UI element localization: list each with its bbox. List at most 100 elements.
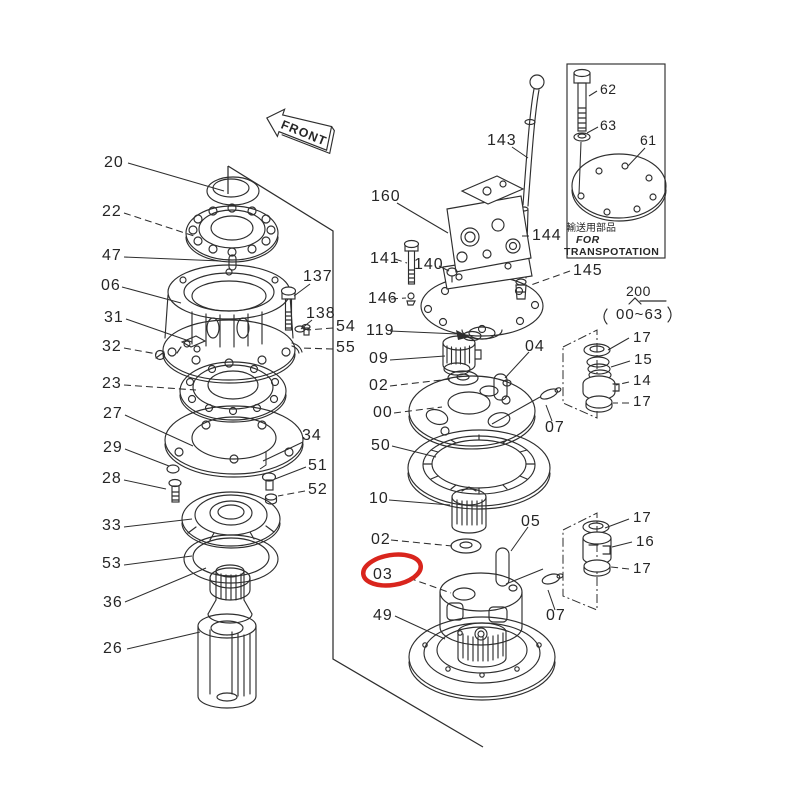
callout-28: 28 — [102, 470, 122, 487]
front-arrow: FRONT — [266, 108, 335, 155]
callout-17-b: 17 — [633, 393, 652, 410]
callout-09: 09 — [369, 350, 389, 367]
callout-63: 63 — [600, 117, 617, 133]
callout-07-upper: 07 — [545, 419, 565, 436]
part-141-bolt — [403, 239, 420, 285]
part-09-sun-gear — [442, 335, 482, 376]
transport-box-for-label: FOR — [576, 234, 600, 246]
callout-20: 20 — [104, 154, 124, 171]
callout-14: 14 — [633, 372, 652, 389]
part-33-bearing — [181, 491, 281, 549]
range-note: 200 00~63 — [603, 283, 672, 325]
part-17-ring-c — [582, 520, 610, 534]
part-15-rings — [586, 356, 612, 381]
transport-box-jp-label: 輸送用部品 — [566, 221, 616, 234]
part-22-bearing — [185, 203, 279, 263]
callout-16: 16 — [636, 533, 655, 550]
callout-33: 33 — [102, 517, 122, 534]
fitting-group-upper — [562, 329, 620, 419]
part-140-plug — [446, 267, 458, 283]
part-29-washer — [166, 451, 267, 474]
callout-146: 146 — [368, 290, 398, 307]
callout-51: 51 — [308, 457, 328, 474]
callout-34: 34 — [302, 427, 322, 444]
part-52-nut — [264, 493, 278, 505]
callout-32: 32 — [102, 338, 122, 355]
callout-145: 145 — [573, 262, 603, 279]
part-49-ring-gear — [408, 616, 556, 701]
callout-17-d: 17 — [633, 560, 652, 577]
callout-29: 29 — [103, 439, 123, 456]
part-32-plug — [154, 349, 166, 361]
callout-00: 00 — [373, 404, 393, 421]
transport-box-trans-label: TRANSPOTATION — [564, 246, 659, 258]
callout-52: 52 — [308, 481, 328, 498]
callout-143: 143 — [487, 132, 517, 149]
callout-49: 49 — [373, 607, 393, 624]
part-23-bearing — [179, 361, 287, 423]
part-10-coupling — [451, 486, 487, 534]
callout-27: 27 — [103, 405, 123, 422]
callout-15: 15 — [634, 351, 653, 368]
part-00-carrier — [408, 375, 536, 450]
part-51-bolt — [261, 472, 277, 491]
part-17-nut-d — [583, 559, 611, 577]
callout-labels: 20 22 47 06 31 32 23 27 29 28 33 53 36 2… — [101, 81, 657, 657]
callout-141: 141 — [370, 250, 400, 267]
leader-lines — [121, 90, 646, 650]
part-28-bolt — [168, 478, 182, 503]
part-143-dipstick — [522, 74, 545, 207]
transport-parts-box: 輸送用部品 FOR TRANSPOTATION — [564, 63, 667, 259]
part-03-carrier — [439, 572, 523, 646]
part-27-plate — [164, 405, 304, 478]
callout-61: 61 — [640, 132, 657, 148]
part-17-nut-b — [585, 395, 613, 413]
fitting-group-lower — [562, 512, 612, 611]
part-07-pin-lower — [505, 568, 564, 585]
part-62-bolt — [573, 68, 591, 132]
callout-137: 137 — [303, 268, 333, 285]
part-61-cover-plate — [571, 153, 667, 222]
part-20-snap-ring — [206, 176, 260, 206]
part-47-pin — [228, 254, 237, 271]
part-02-washer-lower — [450, 538, 482, 554]
callout-06: 06 — [101, 277, 121, 294]
part-17-ring-a — [583, 343, 611, 357]
callout-10: 10 — [369, 490, 389, 507]
callout-31: 31 — [104, 309, 124, 326]
callout-55: 55 — [336, 339, 356, 356]
callout-07-lower: 07 — [546, 607, 566, 624]
part-63-washer — [573, 132, 591, 195]
callout-03: 03 — [373, 566, 393, 583]
range-note-top: 200 — [626, 283, 651, 299]
callout-02-lower: 02 — [371, 531, 391, 548]
part-160-motor — [420, 175, 544, 340]
callout-26: 26 — [103, 640, 123, 657]
callout-17-a: 17 — [633, 329, 652, 346]
callout-140: 140 — [414, 256, 444, 273]
part-31-fitting — [176, 335, 207, 354]
callout-138: 138 — [306, 305, 336, 322]
callout-36: 36 — [103, 594, 123, 611]
callout-144: 144 — [532, 227, 562, 244]
callout-53: 53 — [102, 555, 122, 572]
callout-05: 05 — [521, 513, 541, 530]
callout-50: 50 — [371, 437, 391, 454]
part-36-collar — [209, 567, 251, 601]
part-05-planet-shaft — [495, 547, 510, 587]
part-16-body — [582, 531, 612, 565]
callout-22: 22 — [102, 203, 122, 220]
callout-02-upper: 02 — [369, 377, 389, 394]
callout-17-c: 17 — [633, 509, 652, 526]
range-note-bottom: 00~63 — [616, 306, 663, 323]
callout-04: 04 — [525, 338, 545, 355]
part-55-clip — [291, 342, 303, 354]
part-145-breather — [515, 278, 527, 300]
callout-23: 23 — [102, 375, 122, 392]
part-50-ring-gear — [407, 429, 551, 510]
part-26-pinion-shaft — [197, 564, 257, 709]
callout-47: 47 — [102, 247, 122, 264]
frame-lines — [227, 165, 484, 748]
